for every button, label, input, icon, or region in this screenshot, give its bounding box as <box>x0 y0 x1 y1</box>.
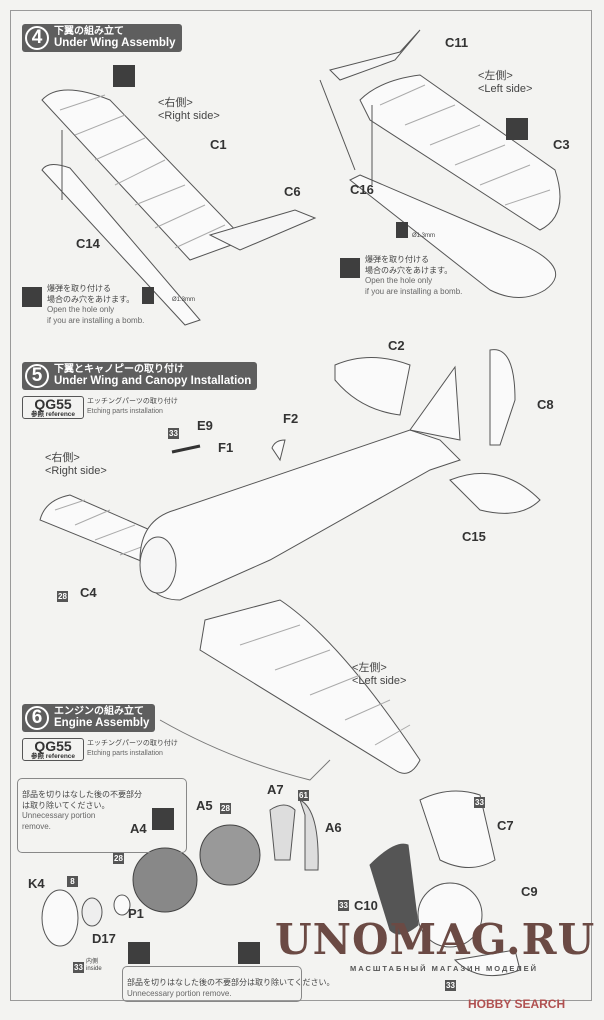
color-badge: 33 <box>73 962 84 973</box>
left-side-label-jp: <左側> <box>352 662 387 674</box>
step-number: 6 <box>25 706 49 730</box>
part-c11: C11 <box>445 35 469 50</box>
part-a4: A4 <box>130 821 147 836</box>
part-p1: P1 <box>128 906 144 921</box>
bomb-hole-icon <box>340 258 360 278</box>
part-f1: F1 <box>218 440 234 455</box>
unnecessary-portion-note-2: 部品を切りはなした後の不要部分は取り除いてください。Unnecessary po… <box>127 978 335 998</box>
color-badge: 33 <box>338 900 349 911</box>
right-side-label-en: <Right side> <box>158 110 220 122</box>
fuselage-drawing <box>39 349 541 774</box>
step-title-jp: 下翼とキャノピーの取り付け <box>54 364 184 375</box>
unnecessary-portion-note-1: 部品を切りはなした後の不要部分は取り除いてください。Unnecessary po… <box>22 790 142 831</box>
wing-c1-drawing <box>41 89 317 326</box>
drill-size: Ø1.3mm <box>412 233 436 239</box>
part-c2: C2 <box>388 338 405 353</box>
note-box-1 <box>17 778 187 853</box>
part-e9: E9 <box>197 418 213 433</box>
part-c8: C8 <box>537 397 554 412</box>
color-badge: 28 <box>220 803 231 814</box>
right-side-label-en: <Right side> <box>45 465 107 477</box>
cut-tool-icon <box>506 118 528 140</box>
part-c4: C4 <box>80 585 97 600</box>
part-d17: D17 <box>92 931 116 946</box>
part-a7: A7 <box>267 782 284 797</box>
color-badge: 33 <box>168 428 179 439</box>
wing-c3-drawing <box>319 29 561 298</box>
part-f2: F2 <box>283 411 299 426</box>
left-side-label-en: <Left side> <box>352 675 407 687</box>
hobby-search-logo: HOBBY SEARCH <box>468 997 566 1011</box>
part-c10: C10 <box>354 898 378 913</box>
drill-size: Ø1.3mm <box>172 297 196 303</box>
color-badge: 28 <box>113 853 124 864</box>
color-badge: 33 <box>474 797 485 808</box>
drill-icon <box>142 287 154 304</box>
part-c1: C1 <box>210 137 227 152</box>
part-a6: A6 <box>325 820 342 835</box>
part-a5: A5 <box>196 798 213 813</box>
watermark-title: UNOMAG.RU <box>275 915 596 964</box>
step-title-jp: エンジンの組み立て <box>54 706 144 717</box>
watermark-subtitle: МАСШТАБНЫЙ МАГАЗИН МОДЕЛЕЙ <box>350 964 539 973</box>
step-title-jp: 下翼の組み立て <box>54 26 124 37</box>
color-badge: 33 <box>445 980 456 991</box>
right-side-label-jp: <右側> <box>45 452 80 464</box>
left-side-label-en: <Left side> <box>478 83 533 95</box>
part-k4: K4 <box>28 876 45 891</box>
part-c9: C9 <box>521 884 538 899</box>
step-title-en: Engine Assembly <box>54 717 150 729</box>
part-c3: C3 <box>553 137 570 152</box>
step-title-en: Under Wing and Canopy Installation <box>54 375 252 387</box>
right-side-label-jp: <右側> <box>158 97 193 109</box>
part-c16: C16 <box>350 182 374 197</box>
left-side-label-jp: <左側> <box>478 70 513 82</box>
drill-icon <box>396 222 408 238</box>
page-frame <box>10 10 592 1001</box>
part-c6: C6 <box>284 184 301 199</box>
cut-tool-icon <box>113 65 135 87</box>
color-badge: 28 <box>57 591 68 602</box>
part-c15: C15 <box>462 529 486 544</box>
cut-tool-icon <box>128 942 150 964</box>
note-box-2 <box>122 966 302 1002</box>
step-number: 4 <box>25 26 49 50</box>
color-badge: 61 <box>298 790 309 801</box>
step-number: 5 <box>25 364 49 388</box>
engine-drawing <box>41 719 521 977</box>
part-c14: C14 <box>76 236 100 251</box>
color-badge: 8 <box>67 876 78 887</box>
step-title-en: Under Wing Assembly <box>54 37 176 49</box>
bomb-hole-icon <box>22 287 42 307</box>
cut-tool-icon <box>152 808 174 830</box>
part-c7: C7 <box>497 818 514 833</box>
cut-tool-icon <box>238 942 260 964</box>
